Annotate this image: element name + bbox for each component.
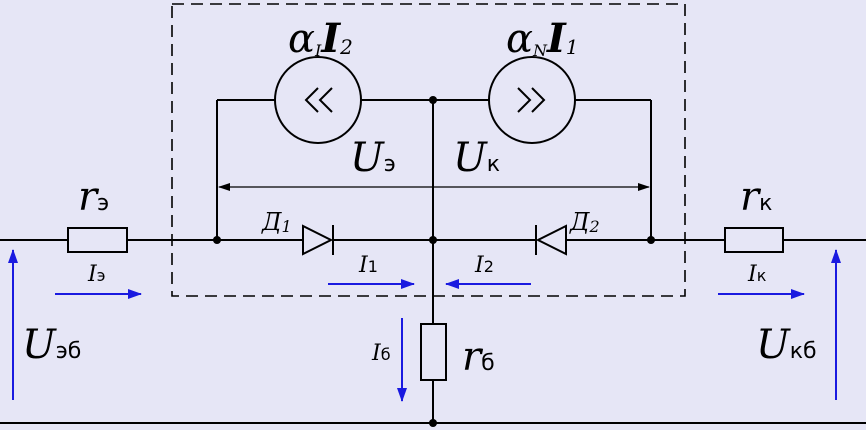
label-i-2: I2 [474,253,494,278]
label-i-e: Iэ [87,262,105,287]
label-i-k: Iк [747,262,767,287]
diode-d1 [302,224,334,256]
label-u-e: Uэ [350,135,396,181]
resistor-r-k [724,227,784,253]
alpha-symbol: α [288,16,315,62]
current-subscript: 1 [566,35,579,59]
resistor-r-e [67,227,128,253]
label-alpha-i-i2: αII2 [288,15,353,62]
junction-dots [213,96,655,427]
current-source-right [488,56,576,144]
label-u-eb: Uэб [22,322,81,368]
label-r-e: rэ [78,174,109,220]
diode-d2 [535,224,567,256]
label-d2: Д2 [569,208,600,236]
current-source-left [274,56,362,144]
transistor-boundary [171,3,686,297]
label-r-b: rб [462,334,495,380]
alpha-subscript: N [532,41,548,60]
label-i-b: Iб [371,341,391,366]
label-u-k: Uк [453,135,500,181]
label-r-k: rк [740,174,772,220]
label-u-kb: Uкб [756,322,817,368]
alpha-symbol: α [506,16,533,62]
current-symbol: I [320,15,341,62]
alpha-subscript: I [314,41,322,60]
current-subscript: 2 [339,35,353,59]
source-branch [216,99,652,240]
label-i-1: I1 [358,253,378,278]
current-symbol: I [546,15,567,62]
label-alpha-n-i1: αNI1 [506,15,578,62]
resistor-r-b [420,323,447,381]
label-d1: Д1 [261,208,292,236]
